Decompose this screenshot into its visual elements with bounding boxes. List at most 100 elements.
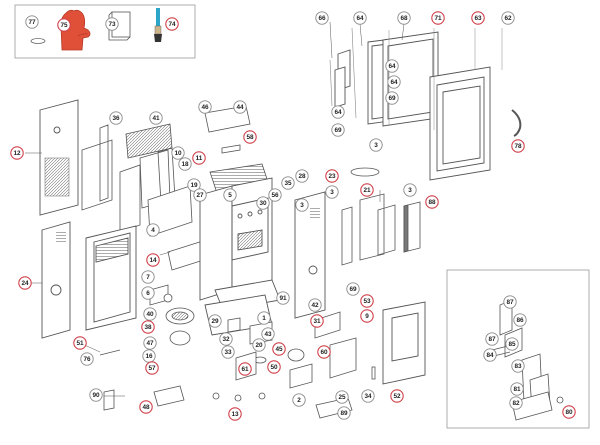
callout-ring [57, 18, 71, 32]
callout-number: 75 [60, 22, 68, 29]
callout-91: 91 [276, 291, 290, 305]
callout-ring [252, 338, 266, 352]
callout-ring [431, 11, 445, 25]
callout-number: 10 [174, 150, 182, 157]
callout-33: 33 [221, 345, 235, 359]
callout-number: 36 [112, 115, 120, 122]
callout-ring [335, 390, 349, 404]
callout-ring [25, 15, 39, 29]
callout-85: 85 [505, 337, 519, 351]
callout-number: 91 [279, 295, 287, 302]
callout-ring [390, 389, 404, 403]
callout-ring [310, 314, 324, 328]
callout-ring [425, 195, 439, 209]
callout-number: 35 [284, 180, 292, 187]
callout-number: 18 [181, 161, 189, 168]
callout-77: 77 [25, 15, 39, 29]
callout-2: 2 [292, 393, 306, 407]
side-panels [41, 191, 326, 339]
callout-83: 83 [511, 359, 525, 373]
callout-number: 24 [21, 280, 29, 287]
callout-number: 43 [264, 331, 272, 338]
callout-ring [149, 111, 163, 125]
callout-81: 81 [510, 382, 524, 396]
callout-36: 36 [109, 111, 123, 125]
callout-number: 44 [236, 104, 244, 111]
callout-ring [510, 382, 524, 396]
callout-ring [511, 139, 525, 153]
callout-number: 51 [76, 340, 84, 347]
callout-30: 30 [256, 196, 270, 210]
callout-45: 45 [272, 342, 286, 356]
callout-ring [369, 138, 383, 152]
callout-56: 56 [268, 188, 282, 202]
callout-ring [331, 105, 345, 119]
callout-ring [145, 361, 159, 375]
callout-number: 61 [241, 366, 249, 373]
callout-number: 84 [486, 352, 494, 359]
callout-ring [257, 311, 271, 325]
callout-25: 25 [335, 390, 349, 404]
callout-number: 1 [262, 315, 266, 322]
callout-number: 45 [275, 346, 283, 353]
callout-number: 47 [146, 340, 154, 347]
callout-50: 50 [267, 360, 281, 374]
callout-9: 9 [360, 309, 374, 323]
callout-57: 57 [145, 361, 159, 375]
callout-number: 6 [146, 290, 150, 297]
callout-73: 73 [105, 17, 119, 31]
callout-number: 69 [334, 127, 342, 134]
callout-ring [267, 360, 281, 374]
callout-ring [141, 320, 155, 334]
callout-number: 56 [271, 192, 279, 199]
callout-87: 87 [485, 332, 499, 346]
callout-61: 61 [238, 362, 252, 376]
callout-number: 58 [246, 134, 254, 141]
callout-ring [360, 309, 374, 323]
callout-27: 27 [193, 188, 207, 202]
callout-90: 90 [89, 388, 103, 402]
callout-44: 44 [233, 100, 247, 114]
callout-number: 20 [255, 342, 263, 349]
callout-5: 5 [223, 188, 237, 202]
callout-number: 25 [338, 394, 346, 401]
callout-ring [385, 59, 399, 73]
callout-ring [403, 183, 417, 197]
callout-ring [192, 151, 206, 165]
callout-number: 14 [149, 257, 157, 264]
callout-ring [505, 337, 519, 351]
callout-number: 11 [196, 155, 203, 162]
callout-10: 10 [171, 146, 185, 160]
callout-number: 34 [364, 393, 372, 400]
callout-ring [483, 348, 497, 362]
callout-ring [178, 157, 192, 171]
callout-ring [325, 185, 339, 199]
callout-16: 16 [142, 349, 156, 363]
callout-ring [141, 286, 155, 300]
callout-14: 14 [146, 253, 160, 267]
callout-ring [80, 352, 94, 366]
callout-43: 43 [261, 327, 275, 341]
callout-number: 7 [146, 274, 150, 281]
callout-ring [308, 298, 322, 312]
callout-number: 13 [231, 411, 239, 418]
callout-ring [360, 294, 374, 308]
callout-46: 46 [198, 100, 212, 114]
callout-number: 31 [313, 318, 321, 325]
callout-number: 82 [512, 400, 520, 407]
callout-88: 88 [425, 195, 439, 209]
callout-ring [337, 406, 351, 420]
callout-ring [471, 11, 485, 25]
callout-48: 48 [139, 400, 153, 414]
callout-69: 69 [346, 282, 360, 296]
handle-part [511, 109, 522, 137]
callout-number: 57 [148, 365, 156, 372]
callout-ring [385, 91, 399, 105]
callout-51: 51 [73, 336, 87, 350]
callout-ring [353, 11, 367, 25]
callout-64: 64 [385, 59, 399, 73]
front-panel-left-part [85, 225, 137, 331]
callout-ring [513, 313, 527, 327]
callout-number: 63 [474, 15, 482, 22]
